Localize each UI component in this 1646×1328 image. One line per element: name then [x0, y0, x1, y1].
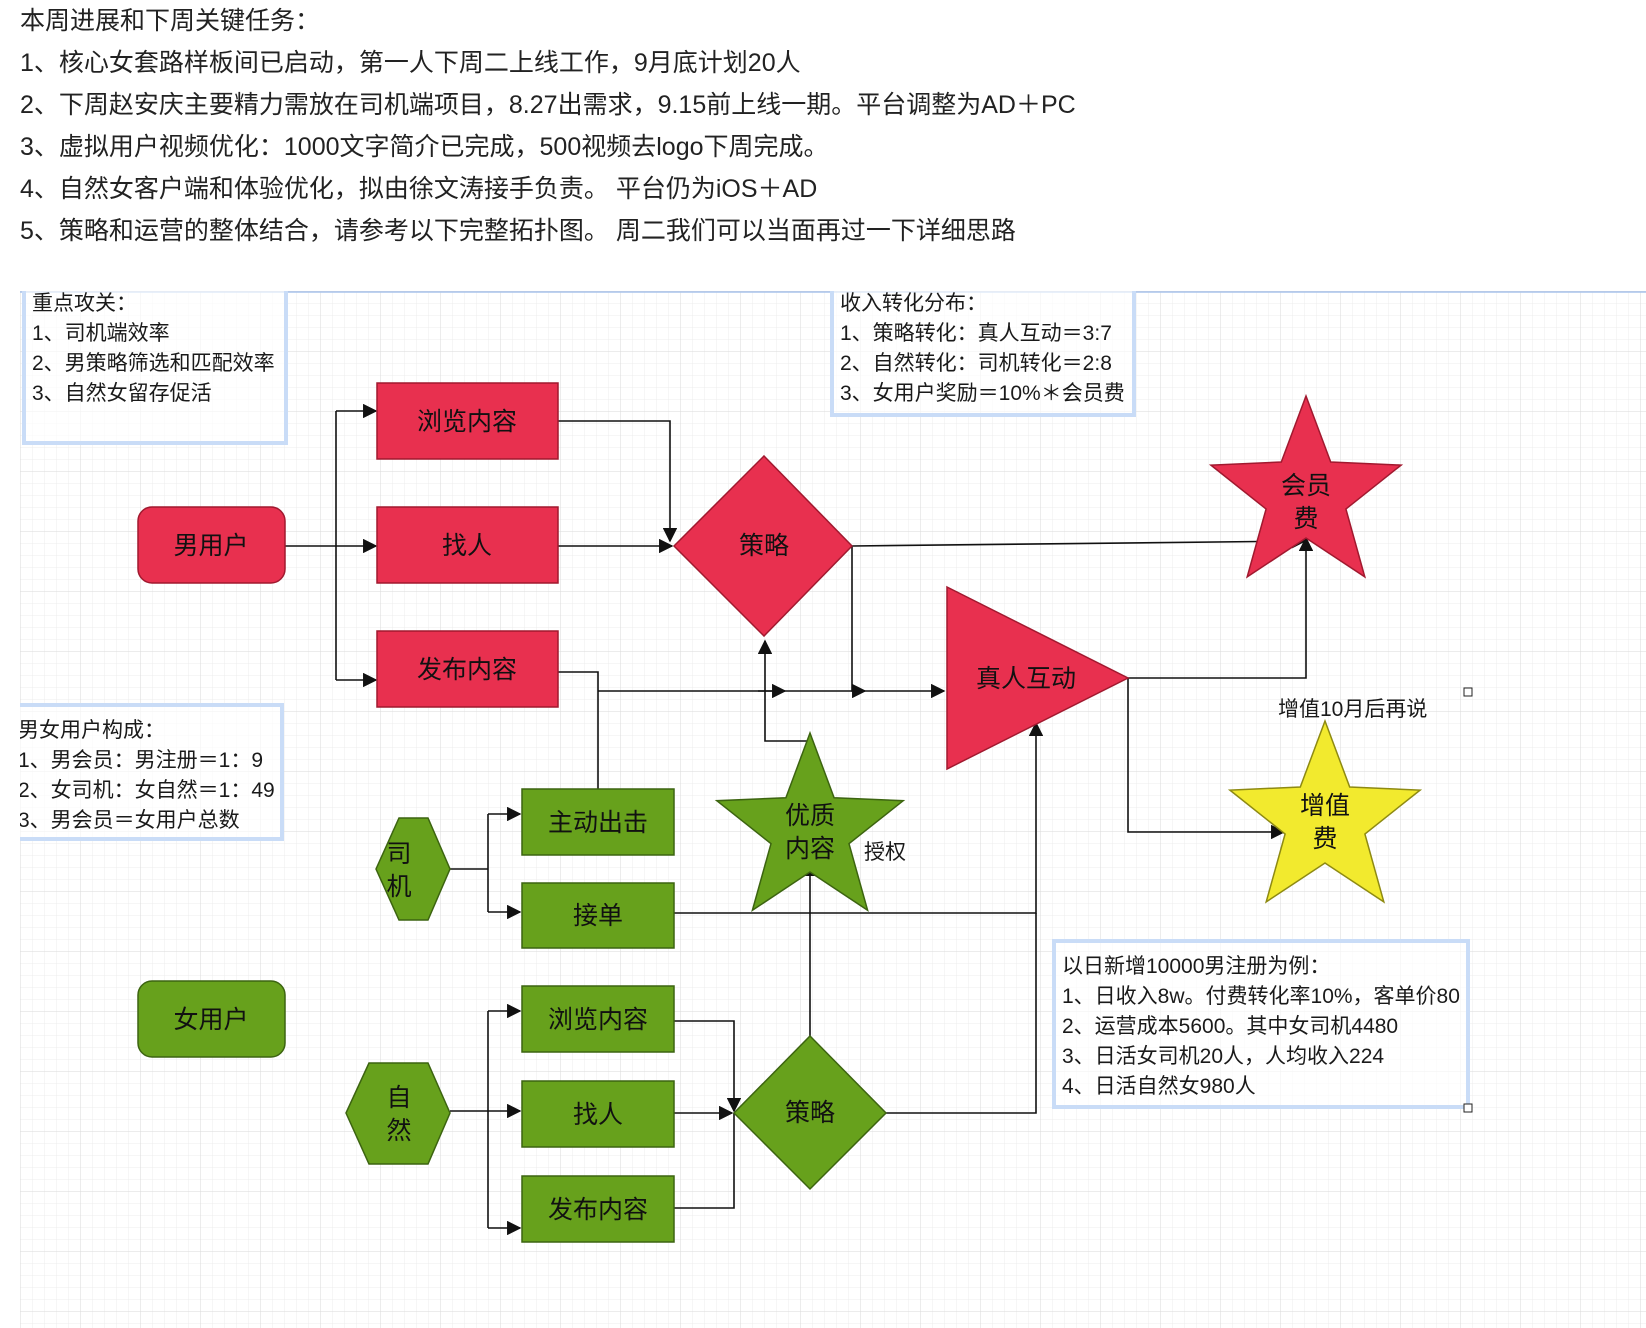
note-example-title: 以日新增10000男注册为例：: [1062, 955, 1330, 978]
node-take-order-label: 接单: [573, 902, 623, 930]
node-male-find[interactable]: 找人: [376, 506, 559, 584]
note-revenue-line-1: 1、策略转化：真人互动＝3:7: [840, 322, 1112, 345]
node-active-hit-label: 主动出击: [548, 809, 648, 837]
node-strategy-top-label: 策略: [739, 532, 789, 560]
node-female-post-label: 发布内容: [548, 1196, 648, 1224]
node-natural-label-1: 自: [386, 1084, 411, 1112]
note-composition-title: 男女用户构成：: [20, 719, 165, 742]
note-example-line-4: 4、日活自然女980人: [1062, 1075, 1256, 1098]
note-revenue: 收入转化分布： 1、策略转化：真人互动＝3:7 2、自然转化：司机转化＝2:8 …: [830, 291, 1136, 417]
label-authorize: 授权: [864, 841, 906, 864]
node-strategy-bottom-label: 策略: [785, 1099, 835, 1127]
node-driver[interactable]: 司 机: [375, 817, 451, 921]
node-male-user-label: 男用户: [173, 532, 248, 560]
label-value-added-later: 增值10月后再说: [1278, 698, 1427, 721]
node-strategy-top[interactable]: 策略: [672, 454, 854, 638]
node-value-added-fee-label-2: 费: [1312, 825, 1337, 853]
node-membership-fee-label-2: 费: [1293, 505, 1318, 533]
weekly-summary: 本周进展和下周关键任务： 1、核心女套路样板间已启动，第一人下周二上线工作，9月…: [20, 0, 1620, 252]
node-female-user[interactable]: 女用户: [137, 980, 286, 1058]
node-male-user[interactable]: 男用户: [137, 506, 286, 584]
note-example: 以日新增10000男注册为例： 1、日收入8w。付费转化率10%，客单价80 2…: [1052, 939, 1470, 1109]
node-take-order[interactable]: 接单: [521, 882, 675, 949]
note-example-line-2: 2、运营成本5600。其中女司机4480: [1062, 1015, 1398, 1038]
node-membership-fee-label-1: 会员: [1281, 472, 1331, 500]
node-quality-content-star[interactable]: 优质 内容: [714, 730, 906, 913]
node-female-find-label: 找人: [573, 1101, 623, 1129]
note-example-line-1: 1、日收入8w。付费转化率10%，客单价80: [1062, 985, 1460, 1008]
node-quality-content-label-1: 优质: [785, 802, 835, 830]
node-male-post-label: 发布内容: [417, 656, 517, 684]
summary-title: 本周进展和下周关键任务：: [20, 7, 321, 35]
node-female-browse-label: 浏览内容: [548, 1006, 648, 1034]
node-value-added-fee-label-1: 增值: [1300, 792, 1350, 820]
node-female-user-label: 女用户: [173, 1006, 248, 1034]
node-driver-label-2: 机: [386, 873, 411, 901]
note-composition-line-1: 1、男会员：男注册＝1：9: [20, 749, 263, 772]
node-driver-label-1: 司: [386, 840, 411, 868]
note-focus: 重点攻关： 1、司机端效率 2、男策略筛选和匹配效率 3、自然女留存促活: [22, 291, 288, 445]
summary-item-2: 2、下周赵安庆主要精力需放在司机端项目，8.27出需求，9.15前上线一期。平台…: [20, 91, 1076, 119]
connectors: [285, 403, 1314, 1236]
node-real-interaction-label: 真人互动: [976, 665, 1076, 693]
node-real-interaction[interactable]: 真人互动: [946, 585, 1130, 771]
note-composition-line-2: 2、女司机：女自然＝1：49: [20, 779, 275, 802]
node-natural-label-2: 然: [386, 1117, 411, 1145]
summary-item-4: 4、自然女客户端和体验优化，拟由徐文涛接手负责。 平台仍为iOS＋AD: [20, 175, 818, 203]
node-value-added-fee-star[interactable]: 增值 费: [1227, 718, 1423, 904]
note-composition: 男女用户构成： 1、男会员：男注册＝1：9 2、女司机：女自然＝1：49 3、男…: [20, 703, 284, 841]
selection-handles: [1463, 687, 1473, 1113]
summary-item-3: 3、虚拟用户视频优化：1000文字简介已完成，500视频去logo下周完成。: [20, 133, 829, 161]
node-male-browse[interactable]: 浏览内容: [376, 382, 559, 460]
note-revenue-line-2: 2、自然转化：司机转化＝2:8: [840, 352, 1112, 375]
note-focus-line-3: 3、自然女留存促活: [32, 382, 212, 405]
topology-diagram: 重点攻关： 1、司机端效率 2、男策略筛选和匹配效率 3、自然女留存促活 收入转…: [20, 291, 1646, 1328]
node-natural[interactable]: 自 然: [345, 1062, 451, 1165]
node-female-post[interactable]: 发布内容: [521, 1175, 675, 1243]
note-focus-title: 重点攻关：: [32, 292, 137, 315]
node-male-browse-label: 浏览内容: [417, 408, 517, 436]
node-male-post[interactable]: 发布内容: [376, 630, 559, 708]
summary-item-1: 1、核心女套路样板间已启动，第一人下周二上线工作，9月底计划20人: [20, 49, 801, 77]
node-strategy-bottom[interactable]: 策略: [732, 1034, 888, 1191]
node-membership-fee-star[interactable]: 会员 费: [1208, 393, 1404, 579]
note-composition-line-3: 3、男会员＝女用户总数: [20, 809, 240, 832]
note-example-line-3: 3、日活女司机20人，人均收入224: [1062, 1045, 1384, 1068]
node-quality-content-label-2: 内容: [785, 835, 835, 863]
node-active-hit[interactable]: 主动出击: [521, 788, 675, 856]
note-focus-line-1: 1、司机端效率: [32, 322, 170, 345]
note-revenue-title: 收入转化分布：: [840, 292, 987, 315]
note-revenue-line-3: 3、女用户奖励＝10%＊会员费: [840, 382, 1125, 405]
node-female-find[interactable]: 找人: [521, 1080, 675, 1148]
summary-item-5: 5、策略和运营的整体结合，请参考以下完整拓扑图。 周二我们可以当面再过一下详细思…: [20, 217, 1016, 245]
node-female-browse[interactable]: 浏览内容: [521, 985, 675, 1053]
note-focus-line-2: 2、男策略筛选和匹配效率: [32, 352, 275, 375]
node-male-find-label: 找人: [442, 532, 492, 560]
